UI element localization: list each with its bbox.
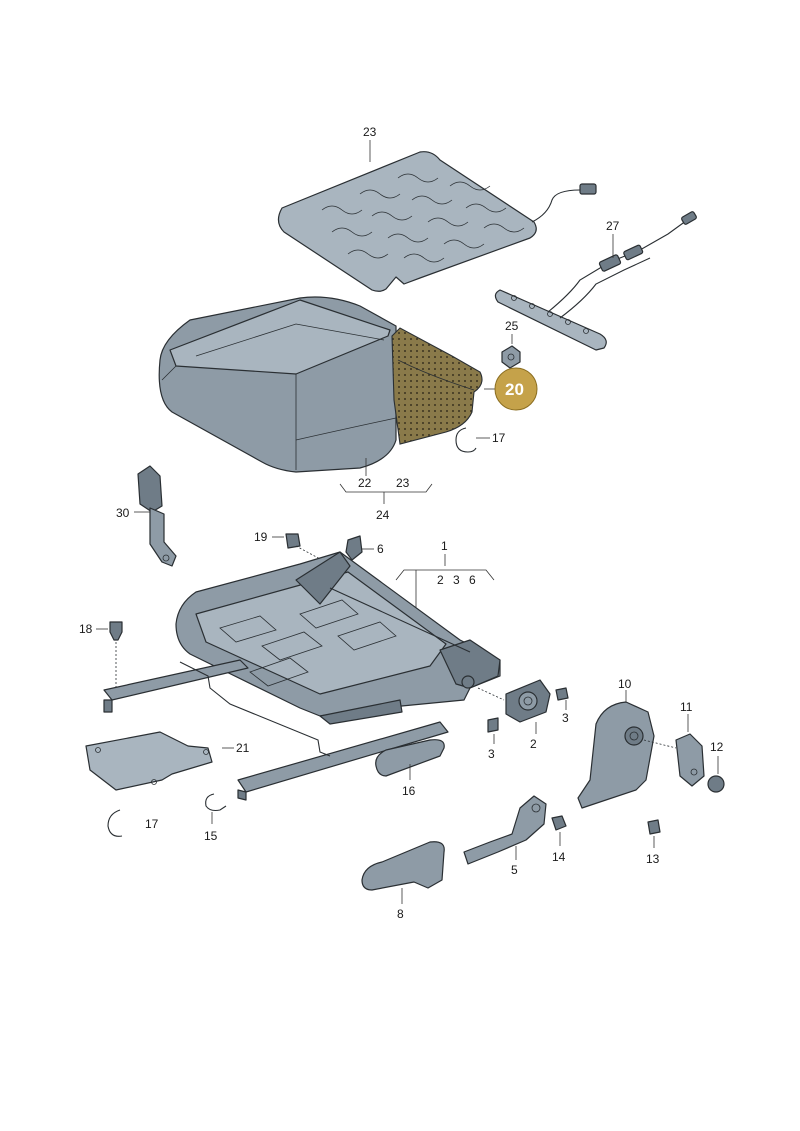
callout-22: 22 [358, 476, 372, 490]
knob-part-12[interactable] [707, 775, 725, 793]
cap-part-11[interactable] [675, 733, 705, 787]
callout-8: 8 [397, 907, 404, 921]
recliner-mechanism-part-2[interactable] [477, 679, 551, 723]
trim-part-16[interactable] [375, 739, 445, 777]
nut-part[interactable] [501, 345, 521, 369]
screw-part-13[interactable] [647, 819, 661, 835]
callout-11: 11 [680, 700, 693, 714]
callout-20: 20 [505, 380, 524, 399]
callout-23-top: 23 [363, 125, 377, 139]
callout-25: 25 [505, 319, 519, 333]
seat-rail-right-part[interactable] [237, 721, 449, 801]
callout-24: 24 [376, 508, 390, 522]
callout-21: 21 [236, 741, 250, 755]
callout-18: 18 [79, 622, 93, 636]
callout-19: 19 [254, 530, 268, 544]
seat-rail-left-part[interactable] [103, 659, 249, 713]
callout-5: 5 [511, 863, 518, 877]
heating-mat-part[interactable] [277, 151, 597, 292]
callout-6-left: 6 [377, 542, 384, 556]
callout-17-right: 17 [492, 431, 506, 445]
callout-10: 10 [618, 677, 632, 691]
callout-15: 15 [204, 829, 218, 843]
callout-12: 12 [710, 740, 724, 754]
callout-13: 13 [646, 852, 660, 866]
callout-3-top: 3 [453, 573, 460, 587]
callout-3-b: 3 [488, 747, 495, 761]
callout-16: 16 [402, 784, 416, 798]
clip-part-15[interactable] [205, 793, 227, 812]
callout-14: 14 [552, 850, 566, 864]
callout-20-badge [494, 367, 538, 411]
callout-27: 27 [606, 219, 620, 233]
wiring-harness-part[interactable] [494, 211, 697, 351]
handle-part-8[interactable] [361, 841, 445, 891]
seat-frame-part[interactable] [175, 551, 501, 725]
callout-17-left: 17 [145, 817, 159, 831]
callout-23-bottom: 23 [396, 476, 410, 490]
callout-2-bottom: 2 [530, 737, 537, 751]
screw-part-3-b[interactable] [487, 717, 499, 733]
screw-part-3-a[interactable] [555, 687, 569, 701]
callout-6-top: 6 [469, 573, 476, 587]
callout-3-a: 3 [562, 711, 569, 725]
lever-part-6[interactable] [345, 535, 363, 561]
adjust-wire-part[interactable] [179, 661, 331, 757]
side-cover-part-10[interactable] [577, 701, 677, 809]
callout-1: 1 [441, 539, 448, 553]
bracket-part-5[interactable] [463, 795, 547, 865]
seat-cushion-part[interactable] [158, 296, 397, 473]
callout-30: 30 [116, 506, 130, 520]
clip-part-17-right[interactable] [455, 427, 477, 453]
bolt-part-19[interactable] [285, 533, 323, 561]
belt-buckle-part[interactable] [137, 465, 177, 567]
underbody-plate-part-21[interactable] [85, 731, 213, 791]
seat-foam-part-20[interactable] [391, 327, 483, 445]
bolt-part-18[interactable] [109, 621, 123, 690]
screw-part-14[interactable] [551, 815, 567, 831]
callout-2-top: 2 [437, 573, 444, 587]
clip-part-17-left[interactable] [107, 809, 123, 837]
